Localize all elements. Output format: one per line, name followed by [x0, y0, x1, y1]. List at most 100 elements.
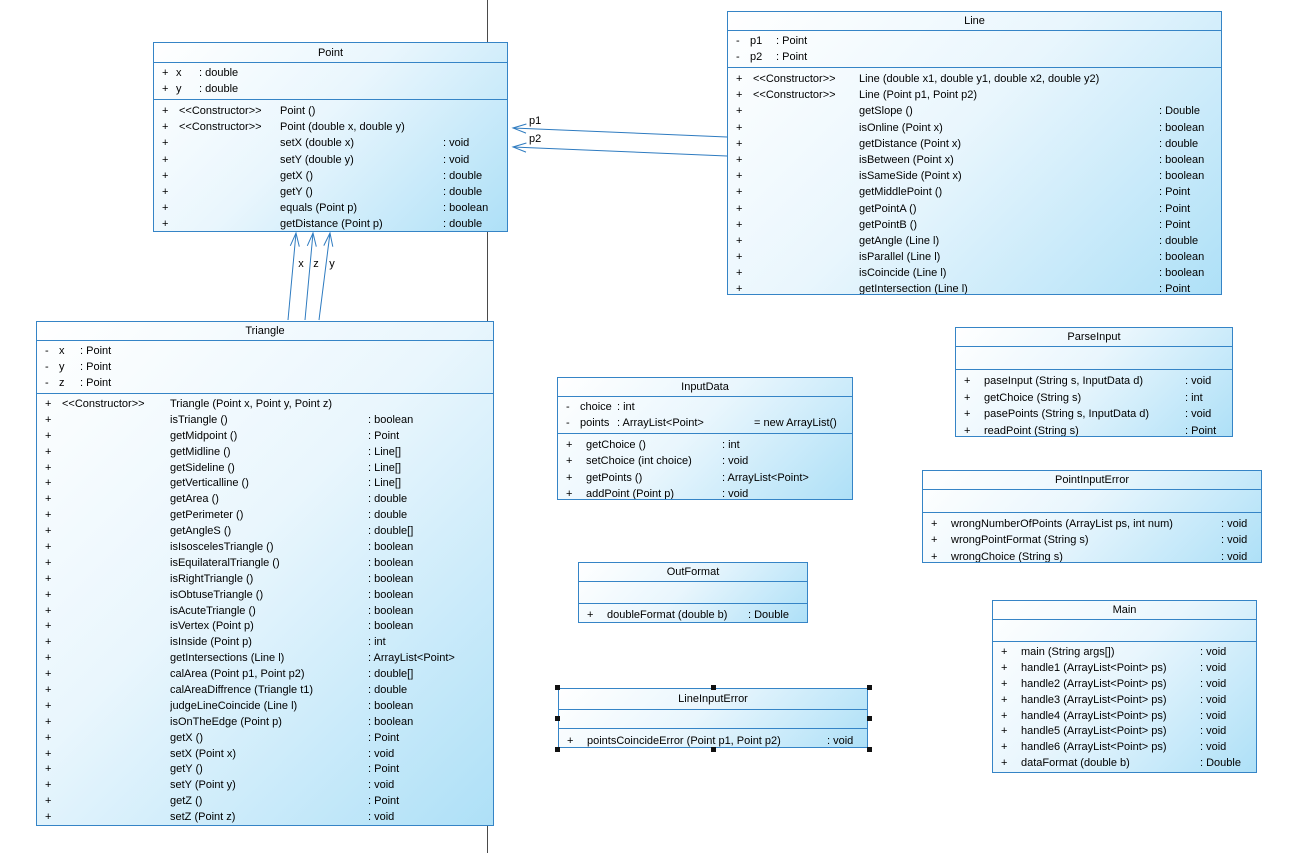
- method-return-type: [1159, 71, 1221, 87]
- method-return-type: : void: [1185, 375, 1212, 387]
- method-return-type: : void: [443, 137, 470, 150]
- method-row: +getMidpoint (): Point: [37, 429, 493, 445]
- method-return-type: : void: [722, 455, 749, 468]
- class-box-inputdata[interactable]: InputData-choice: int-points: ArrayList<…: [557, 377, 853, 500]
- class-box-point[interactable]: Point +x: double+y: double + <<Constructor>…: [153, 42, 508, 232]
- selection-handle[interactable]: [555, 747, 560, 752]
- association-line[interactable]: [512, 146, 728, 157]
- attribute-row: +y: double: [154, 81, 507, 97]
- method-return-type: : void: [1200, 677, 1227, 690]
- attribute-row: -p2: Point: [728, 49, 1221, 65]
- method-name: getVerticalline (): [170, 477, 249, 490]
- class-title: Triangle: [37, 322, 493, 341]
- method-row: +isTriangle (): boolean: [37, 413, 493, 429]
- methods-compartment: +<<Constructor>>Point ()+<<Constructor>>…: [154, 100, 507, 231]
- constructor-stereotype: [750, 184, 859, 200]
- open-arrowhead-icon: [511, 142, 527, 153]
- visibility-marker: +: [931, 550, 938, 562]
- method-row: +isAcuteTriangle (): boolean: [37, 604, 493, 620]
- constructor-stereotype: [59, 794, 170, 810]
- method-return-type: : Point: [368, 795, 400, 808]
- method-row: +getY (): double: [154, 184, 507, 200]
- association-x[interactable]: x: [287, 231, 304, 321]
- class-box-outformat[interactable]: OutFormat+doubleFormat (double b): Doubl…: [578, 562, 808, 623]
- method-name: getPointA (): [859, 202, 917, 215]
- method-name: getPerimeter (): [170, 509, 244, 522]
- method-name: getIntersection (Line l): [859, 283, 968, 294]
- class-box-pointinputerror[interactable]: PointInputError+wrongNumberOfPoints (Arr…: [922, 470, 1262, 563]
- selection-handle[interactable]: [555, 716, 560, 721]
- visibility-marker: +: [162, 137, 169, 150]
- class-box-main[interactable]: Main+main (String args[]): void+handle1 …: [992, 600, 1257, 773]
- method-name: getChoice (String s): [984, 391, 1082, 404]
- class-box-triangle[interactable]: Triangle-x: Point-y: Point-z: Point+<<Co…: [36, 321, 494, 826]
- association-line[interactable]: [287, 232, 297, 321]
- association-line[interactable]: [512, 127, 728, 138]
- visibility-marker: +: [736, 73, 743, 85]
- method-return-type: : Point: [1159, 218, 1191, 231]
- visibility-marker: +: [964, 375, 971, 387]
- association-line[interactable]: [318, 232, 331, 321]
- class-box-line[interactable]: Line-p1: Point-p2: Point+<<Constructor>>…: [727, 11, 1222, 295]
- association-line[interactable]: [304, 232, 314, 321]
- constructor-stereotype: [176, 184, 280, 200]
- attribute-type: : double: [199, 83, 239, 95]
- method-name: handle4 (ArrayList<Point> ps): [1021, 709, 1167, 722]
- selection-handle[interactable]: [867, 747, 872, 752]
- attribute-row: +x: double: [154, 65, 507, 81]
- constructor-stereotype: [59, 810, 170, 825]
- class-title: Point: [154, 43, 507, 63]
- method-row: +getIntersections (Line l): ArrayList<Po…: [37, 651, 493, 667]
- attributes-compartment: -p1: Point-p2: Point: [728, 31, 1221, 68]
- visibility-marker: +: [45, 652, 52, 665]
- open-arrowhead-icon: [306, 231, 317, 247]
- method-return-type: : ArrayList<Point>: [722, 471, 809, 484]
- visibility-marker: +: [45, 509, 52, 522]
- attributes-compartment: [956, 347, 1232, 370]
- selection-handle[interactable]: [867, 685, 872, 690]
- selection-handle[interactable]: [867, 716, 872, 721]
- visibility-marker: +: [45, 541, 52, 554]
- method-return-type: : boolean: [368, 413, 414, 426]
- constructor-stereotype: [176, 152, 280, 168]
- visibility-marker: +: [45, 572, 52, 585]
- method-row: +readPoint (String s): Point: [956, 423, 1232, 436]
- constructor-stereotype: <<Constructor>>: [179, 121, 262, 134]
- method-row: +wrongPointFormat (String s): void: [923, 532, 1261, 548]
- method-return-type: : Double: [1159, 105, 1200, 118]
- visibility-marker: +: [1001, 741, 1008, 754]
- constructor-stereotype: [750, 103, 859, 119]
- method-row: +handle6 (ArrayList<Point> ps): void: [993, 740, 1256, 756]
- method-name: getMidpoint (): [170, 429, 238, 442]
- method-return-type: : int: [1185, 391, 1203, 404]
- method-row: +setY (double y): void: [154, 152, 507, 168]
- visibility-marker: +: [736, 218, 743, 231]
- visibility-marker: +: [736, 170, 743, 183]
- method-return-type: : boolean: [1159, 251, 1205, 264]
- association-z[interactable]: z: [304, 231, 319, 321]
- association-p1[interactable]: p1: [511, 115, 728, 138]
- attributes-compartment: [579, 582, 807, 604]
- method-return-type: : int: [368, 636, 386, 649]
- visibility-marker: +: [162, 202, 169, 215]
- method-return-type: : Double: [1200, 757, 1241, 770]
- class-box-parseinput[interactable]: ParseInput+paseInput (String s, InputDat…: [955, 327, 1233, 437]
- method-return-type: : double: [443, 169, 483, 182]
- method-name: isTriangle (): [170, 413, 228, 426]
- method-name: isCoincide (Line l): [859, 267, 947, 280]
- selection-handle[interactable]: [555, 685, 560, 690]
- method-row: +getArea (): double: [37, 492, 493, 508]
- method-name: handle5 (ArrayList<Point> ps): [1021, 725, 1167, 738]
- class-title: PointInputError: [923, 471, 1261, 490]
- visibility-marker: +: [1001, 677, 1008, 690]
- method-row: +isEquilateralTriangle (): boolean: [37, 556, 493, 572]
- association-y[interactable]: y: [318, 231, 335, 321]
- selection-handle[interactable]: [711, 747, 716, 752]
- class-box-lineinputerror[interactable]: LineInputError+pointsCoincideError (Poin…: [555, 685, 872, 752]
- method-name: getX (): [170, 731, 204, 744]
- association-p2[interactable]: p2: [511, 133, 728, 157]
- selection-handle[interactable]: [711, 685, 716, 690]
- visibility-marker: +: [45, 525, 52, 538]
- attribute-type: : ArrayList<Point>: [617, 417, 704, 429]
- visibility-marker: +: [566, 488, 573, 499]
